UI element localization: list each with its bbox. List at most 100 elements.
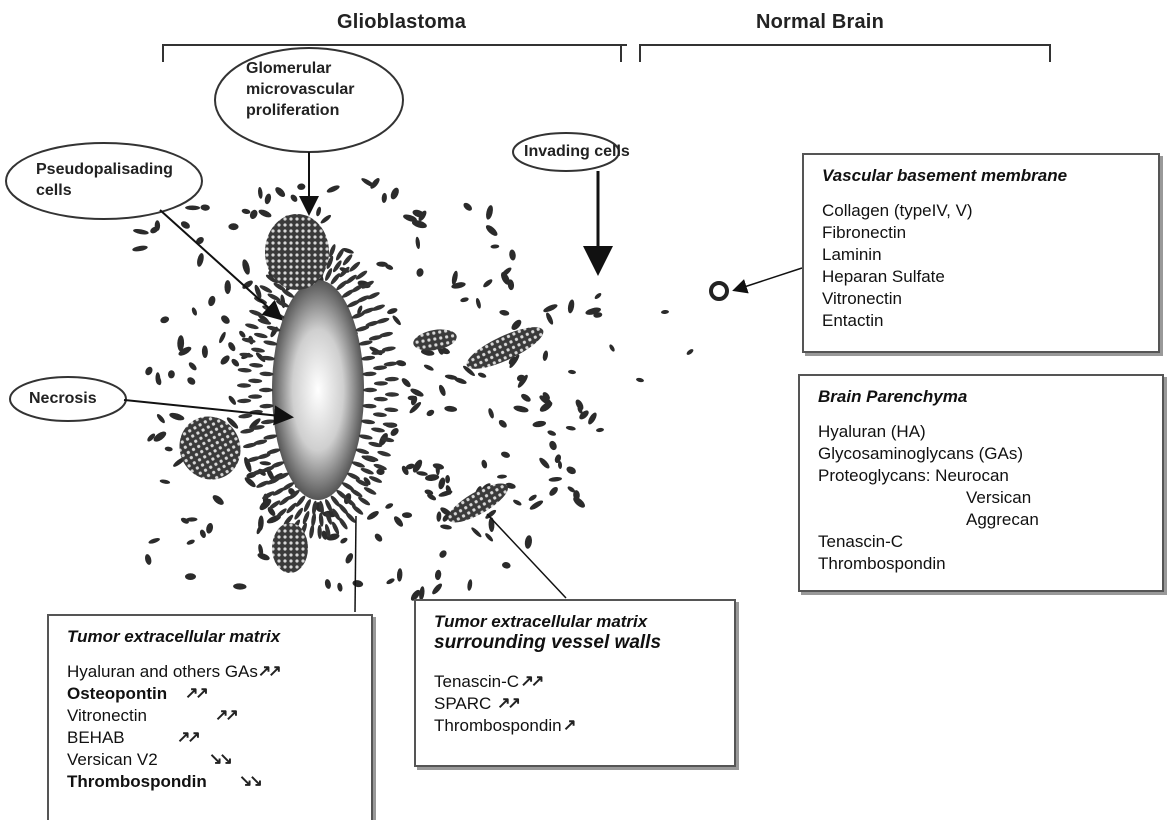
tumor-cell bbox=[219, 354, 231, 367]
tumor-ecm-item: Vitronectin ↗↗ bbox=[67, 705, 361, 727]
tumor-ecm-item: BEHAB ↗↗ bbox=[67, 727, 361, 749]
tumor-cell bbox=[264, 193, 272, 205]
palisading-cell bbox=[302, 498, 312, 513]
palisading-cell bbox=[259, 388, 273, 392]
tumor-vessel-ecm-box: Tumor extracellular matrix surrounding v… bbox=[414, 599, 736, 767]
tumor-cell bbox=[477, 372, 487, 379]
tumor-ecm-box: Tumor extracellular matrix Hyaluran and … bbox=[47, 614, 373, 820]
tumor-cell bbox=[168, 370, 175, 379]
tumor-cell bbox=[186, 376, 197, 387]
tumor-cell bbox=[501, 561, 511, 569]
up-arrow-icon: ↗↗ bbox=[215, 705, 236, 727]
parenchyma-item: Glycosaminoglycans (GAs) bbox=[818, 443, 1152, 465]
tumor-cell bbox=[484, 223, 499, 237]
tumor-ecm-item-label: BEHAB bbox=[67, 728, 125, 747]
palisading-cell bbox=[253, 332, 268, 339]
tumor-cell bbox=[241, 208, 251, 215]
palisading-cell bbox=[363, 388, 377, 392]
palisading-cell bbox=[360, 467, 375, 476]
tumor-cell bbox=[159, 315, 170, 324]
tumor-cell bbox=[257, 552, 271, 562]
tumor-cell bbox=[386, 307, 398, 315]
tumor-cell bbox=[497, 474, 507, 479]
tumor-cell bbox=[547, 429, 557, 437]
tumor-cell bbox=[218, 331, 227, 344]
palisading-cell bbox=[278, 495, 292, 507]
up-arrow-icon: ↗↗ bbox=[491, 693, 518, 715]
palisading-cell bbox=[317, 525, 322, 539]
tumor-cell bbox=[542, 350, 549, 361]
tumor-cell bbox=[470, 526, 483, 538]
down-arrow-icon: ↘↘ bbox=[239, 771, 260, 793]
tumor-vessel-title: Tumor extracellular matrix surrounding v… bbox=[434, 611, 724, 653]
tumor-cell bbox=[133, 228, 149, 235]
tumor-ecm-item-label: Osteopontin bbox=[67, 684, 167, 703]
tumor-cell bbox=[397, 568, 403, 582]
parenchyma-item: Aggrecan bbox=[818, 509, 1152, 531]
tumor-cell bbox=[339, 537, 348, 545]
tumor-cell bbox=[233, 583, 247, 590]
tumor-cell bbox=[445, 475, 450, 483]
label-glomerular-line2: microvascular bbox=[246, 79, 386, 100]
tumor-cell bbox=[487, 407, 495, 419]
tumor-ecm-item: Osteopontin ↗↗ bbox=[67, 683, 361, 705]
tumor-cell bbox=[148, 537, 161, 545]
tumor-cell bbox=[482, 278, 494, 289]
palisading-cell bbox=[361, 419, 375, 425]
palisading-cell bbox=[335, 247, 346, 261]
tumor-cell bbox=[512, 498, 522, 506]
tumor-ecm-item-label: Versican V2 bbox=[67, 750, 158, 769]
tumor-cell bbox=[186, 539, 196, 546]
tumor-cell bbox=[538, 456, 551, 470]
tumor-cell bbox=[227, 395, 237, 406]
tumor-cell bbox=[444, 405, 457, 412]
tumor-ecm-item-label: Vitronectin bbox=[67, 706, 147, 725]
tumor-cell bbox=[326, 184, 341, 194]
palisading-cell bbox=[263, 340, 278, 347]
tumor-cell bbox=[187, 361, 198, 372]
palisading-cell bbox=[377, 450, 392, 458]
palisading-cell bbox=[263, 434, 278, 441]
tumor-vessel-title-line1: Tumor extracellular matrix bbox=[434, 611, 724, 632]
tumor-cell bbox=[437, 477, 446, 490]
tumor-cell bbox=[567, 299, 575, 314]
tumor-cell bbox=[509, 249, 517, 261]
tumor-cell bbox=[438, 384, 447, 397]
palisading-cell bbox=[237, 383, 251, 388]
vascular-item: Heparan Sulfate bbox=[822, 266, 1148, 288]
arrow-vascular bbox=[735, 268, 802, 290]
palisading-cell bbox=[384, 361, 398, 367]
tumor-cell bbox=[274, 185, 287, 198]
vessel-lower-right bbox=[443, 476, 513, 529]
invading-cell bbox=[568, 369, 576, 374]
brain-parenchyma-box: Brain Parenchyma Hyaluran (HA) Glycosami… bbox=[798, 374, 1164, 592]
line-vessel-ecm bbox=[487, 514, 566, 598]
label-necrosis: Necrosis bbox=[29, 388, 97, 409]
tumor-cell bbox=[520, 392, 532, 403]
vascular-item: Collagen (typeIV, V) bbox=[822, 200, 1148, 222]
parenchyma-item: Thrombospondin bbox=[818, 553, 1152, 575]
tumor-ecm-item: Thrombospondin ↘↘ bbox=[67, 771, 361, 793]
palisading-cell bbox=[261, 419, 275, 425]
palisading-cell bbox=[373, 412, 387, 418]
parenchyma-item: Versican bbox=[818, 487, 1152, 509]
header-normal-brain: Normal Brain bbox=[756, 11, 884, 34]
tumor-cell bbox=[440, 524, 452, 530]
palisading-cell bbox=[363, 486, 377, 496]
palisading-cell bbox=[374, 381, 388, 386]
tumor-cell bbox=[402, 512, 412, 518]
parenchyma-title: Brain Parenchyma bbox=[818, 386, 1152, 407]
vessel-bottom bbox=[272, 523, 308, 573]
tumor-cell bbox=[416, 268, 424, 278]
tumor-cell bbox=[315, 206, 322, 217]
palisading-cell bbox=[331, 521, 341, 536]
tumor-cell bbox=[542, 303, 558, 314]
tumor-cell bbox=[528, 493, 538, 502]
palisading-cell bbox=[373, 365, 387, 371]
tumor-ecm-title: Tumor extracellular matrix bbox=[67, 626, 361, 647]
palisading-cell bbox=[371, 427, 386, 434]
tumor-cell bbox=[481, 459, 488, 469]
tumor-cell bbox=[548, 485, 560, 497]
tumor-cell bbox=[159, 479, 170, 485]
parenchyma-item: Tenascin-C bbox=[818, 531, 1152, 553]
